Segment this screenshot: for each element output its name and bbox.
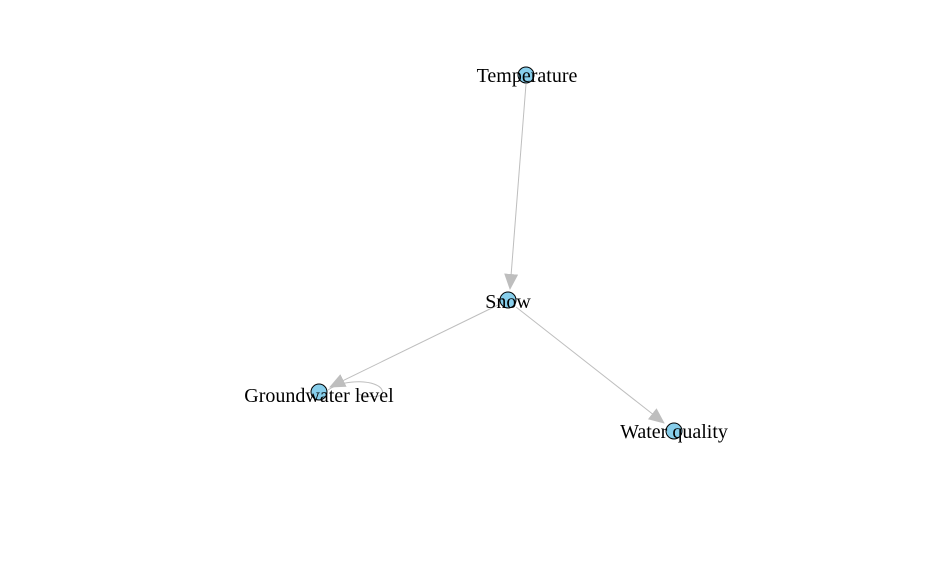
node-groundwater-level: Groundwater level [244, 383, 394, 407]
node-label-water-quality: Water quality [620, 421, 728, 443]
node-circle [517, 66, 535, 84]
edges-layer [327, 83, 665, 424]
node-circle [499, 291, 517, 309]
nodes-layer: Temperature Snow Groundwater level Water… [244, 65, 728, 443]
node-circle [310, 383, 328, 401]
node-label-snow: Snow [485, 291, 531, 313]
node-circle [665, 422, 683, 440]
node-temperature: Temperature [477, 65, 578, 87]
node-snow: Snow [485, 291, 531, 313]
edge-groundwater-self-loop [327, 381, 384, 398]
node-water-quality: Water quality [620, 421, 728, 443]
node-label-groundwater-level: Groundwater level [244, 385, 394, 407]
edge-snow-to-water-quality [515, 306, 665, 424]
edge-snow-to-groundwater [329, 304, 499, 388]
edge-temperature-to-snow [504, 83, 527, 290]
node-label-temperature: Temperature [477, 65, 578, 87]
